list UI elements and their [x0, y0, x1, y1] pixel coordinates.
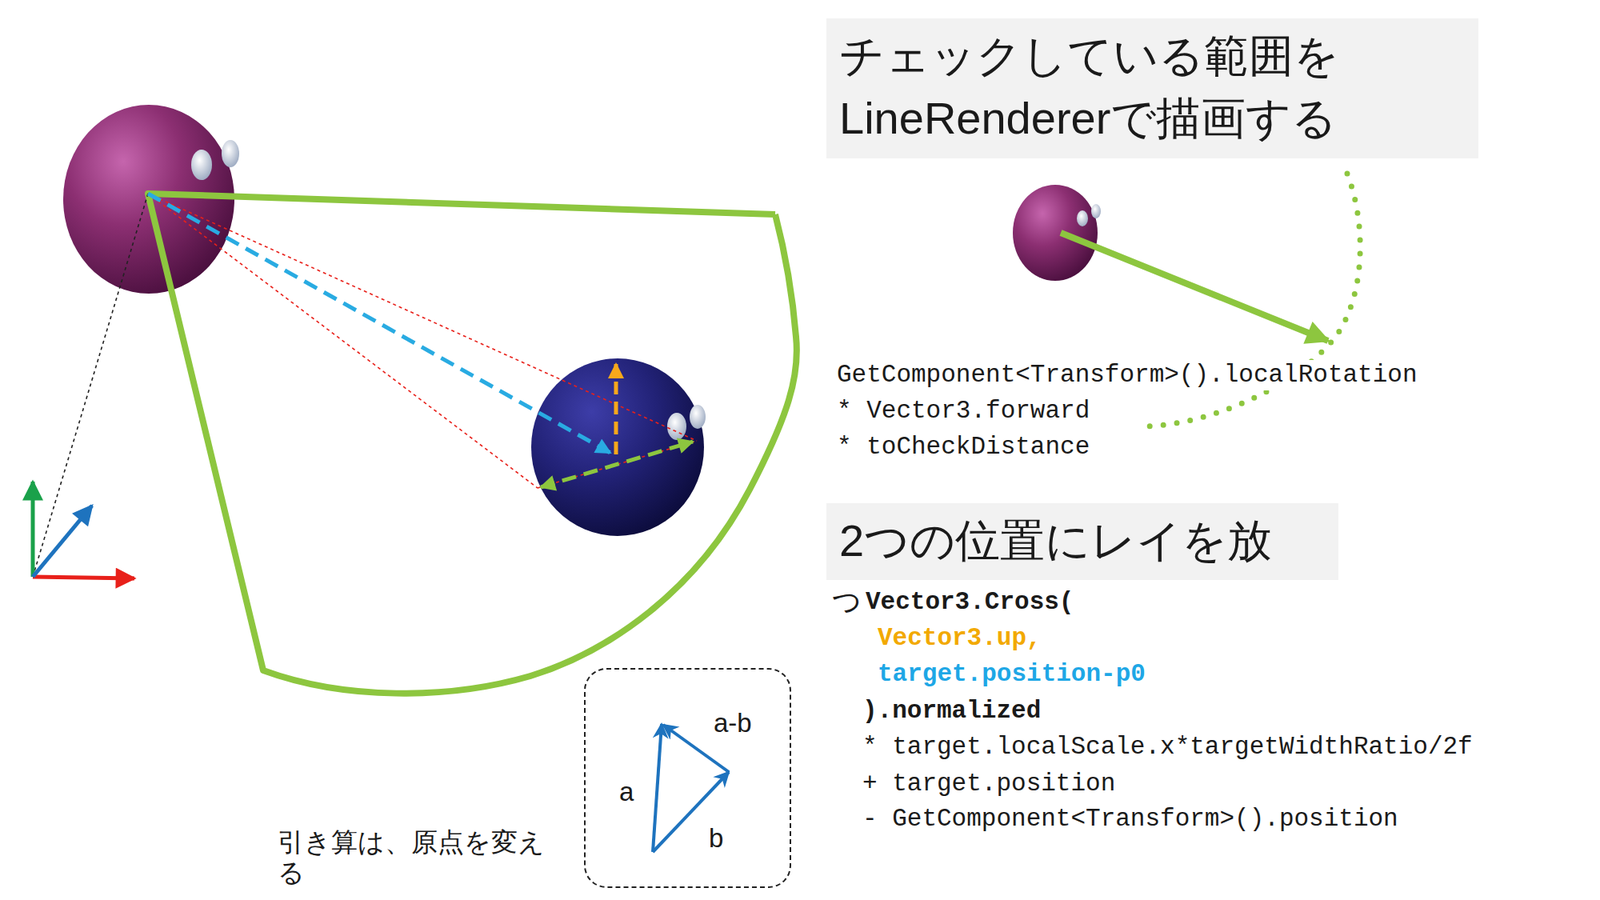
code-line: target.position-p0	[877, 659, 1146, 689]
sphere-eye	[1091, 204, 1101, 219]
heading-text: 2つの位置にレイを放	[839, 509, 1326, 572]
sphere-eye	[667, 412, 687, 440]
vector-label: a	[619, 776, 634, 808]
vector-label: a-b	[713, 708, 752, 739]
heading-band: チェックしている範囲を LineRendererで描画する	[826, 18, 1479, 159]
vector-label: b	[708, 823, 724, 854]
vector-inset-box: a-b a b	[584, 668, 792, 888]
code-line: - GetComponent<Transform>().position	[862, 804, 1399, 834]
position-line	[32, 193, 148, 577]
note-text: 引き算は、原点を変える	[277, 827, 558, 888]
sphere-eye	[1076, 210, 1088, 227]
up-vector	[614, 364, 619, 455]
code-line: ).normalized	[862, 696, 1041, 726]
direction-vector	[148, 193, 611, 453]
sphere-eye	[221, 140, 240, 168]
check-range-sector	[148, 193, 797, 694]
sphere-eye	[191, 149, 212, 180]
x-axis-arrow	[32, 576, 135, 579]
code-line: + target.position	[862, 768, 1116, 799]
vector-a	[652, 724, 662, 852]
code-line: Vector3.Cross(	[865, 587, 1074, 617]
code-line: * Vector3.forward	[836, 396, 1090, 426]
heading-text: チェックしている範囲を LineRendererで描画する	[839, 24, 1466, 150]
ray-line	[148, 193, 538, 488]
code-line: * target.localScale.x*targetWidthRatio/2…	[862, 732, 1473, 762]
sphere-eye	[689, 404, 706, 429]
forward-vector	[1060, 232, 1328, 341]
code-line: Vector3.up,	[877, 623, 1042, 653]
z-axis-arrow	[32, 505, 92, 577]
scribble-char: つ	[832, 584, 862, 619]
code-line: GetComponent<Transform>().localRotation	[836, 360, 1418, 390]
heading-band: 2つの位置にレイを放	[826, 503, 1339, 580]
width-vector	[540, 441, 693, 488]
code-line: * toCheckDistance	[836, 432, 1090, 462]
y-axis-arrow	[31, 481, 36, 577]
blue-sphere	[531, 358, 704, 536]
purple-sphere	[1012, 184, 1098, 281]
